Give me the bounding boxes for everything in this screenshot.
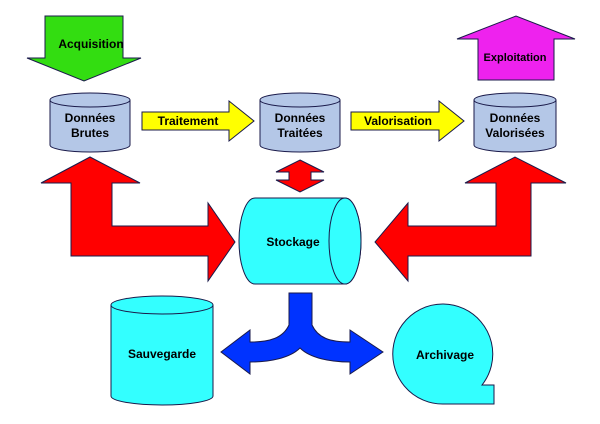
valued-data-database: Données Valorisées	[473, 92, 557, 153]
backup-cylinder: Sauvegarde	[110, 295, 214, 406]
backup-label: Sauvegarde	[128, 347, 196, 361]
processing-arrow: Traitement	[141, 99, 255, 143]
right-bent-arrow	[374, 156, 567, 283]
storage-label: Stockage	[266, 235, 320, 249]
exploitation-arrow: Exploitation	[456, 15, 576, 81]
blue-fork-arrow	[220, 292, 384, 376]
raw-data-label-line1: Données	[65, 111, 116, 125]
raw-data-database: Données Brutes	[49, 92, 131, 153]
processed-data-label-line2: Traitées	[277, 126, 323, 140]
valued-data-label-line1: Données	[490, 111, 541, 125]
raw-data-label-line2: Brutes	[71, 126, 109, 140]
processed-data-label-line1: Données	[275, 111, 326, 125]
processing-label: Traitement	[158, 114, 219, 128]
small-double-arrow	[275, 159, 325, 193]
archiving-label: Archivage	[416, 348, 474, 362]
valuation-label: Valorisation	[364, 114, 432, 128]
processed-data-database: Données Traitées	[259, 92, 341, 153]
valuation-arrow: Valorisation	[350, 99, 465, 143]
acquisition-label: Acquisition	[58, 37, 123, 51]
left-bent-arrow	[40, 156, 236, 283]
exploitation-label: Exploitation	[484, 52, 547, 64]
archiving-tape: Archivage	[392, 303, 495, 405]
acquisition-arrow: Acquisition	[26, 15, 142, 82]
storage-cylinder: Stockage	[238, 197, 362, 285]
valued-data-label-line2: Valorisées	[485, 126, 545, 140]
